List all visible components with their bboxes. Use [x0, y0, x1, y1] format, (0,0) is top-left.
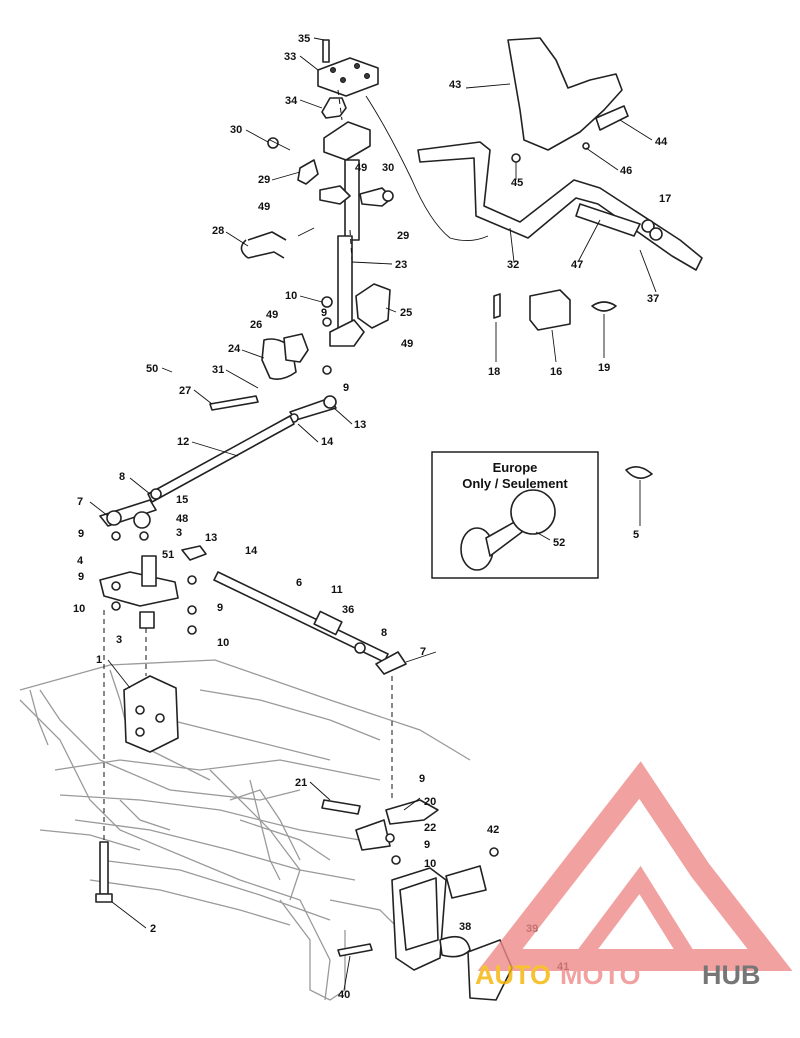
part-label: 49 [401, 338, 413, 350]
part-label: 29 [397, 230, 409, 242]
part-label: 49 [258, 201, 270, 213]
part-label: 49 [355, 162, 367, 174]
part-label: 9 [424, 839, 430, 851]
part-label: 13 [354, 419, 366, 431]
part-label: 22 [424, 822, 436, 834]
part-label: 8 [119, 471, 125, 483]
part-label: 36 [342, 604, 354, 616]
part-label: 16 [550, 366, 562, 378]
tie-rod-12 [147, 415, 295, 503]
loose-parts [493, 289, 653, 479]
part-label: 50 [146, 363, 158, 375]
part-label: 46 [620, 165, 632, 177]
part-label: 34 [285, 95, 298, 107]
part-label: 9 [78, 528, 84, 540]
part-label: 9 [78, 571, 84, 583]
part-label: 28 [212, 225, 224, 237]
part-label: 47 [571, 259, 583, 271]
part-label: 18 [488, 366, 500, 378]
part-label: 9 [419, 773, 425, 785]
part-label: 9 [343, 382, 349, 394]
chassis-frame [19, 659, 471, 1001]
europe-inset: Europe Only / Seulement [431, 451, 599, 579]
part-label: 44 [655, 136, 668, 148]
part-label: 7 [420, 646, 426, 658]
inset-title-line1: Europe [493, 460, 538, 475]
part-label: 25 [400, 307, 412, 319]
part-label: 12 [177, 436, 189, 448]
part-label: 17 [659, 193, 671, 205]
part-label: 7 [77, 496, 83, 508]
part-label: 5 [633, 529, 639, 541]
part-label: 30 [382, 162, 394, 174]
steering-column [209, 39, 394, 423]
part-label: 51 [162, 549, 174, 561]
part-label: 40 [338, 989, 350, 1001]
part-label: 11 [331, 584, 343, 596]
part-label: 10 [73, 603, 85, 615]
part-label: 6 [296, 577, 302, 589]
part-label: 2 [150, 923, 156, 935]
part-label: 1 [96, 654, 102, 666]
part-label: 10 [285, 290, 297, 302]
part-label: 19 [598, 362, 610, 374]
part-label: 29 [258, 174, 270, 186]
watermark-logo: AUTO MOTO HUB [475, 761, 793, 990]
part-label: 10 [424, 858, 436, 870]
tie-rod-6 [213, 571, 407, 675]
part-label: 30 [230, 124, 242, 136]
part-label: 48 [176, 513, 188, 525]
part-label: 14 [321, 436, 334, 448]
part-label: 14 [245, 545, 258, 557]
part-label: 43 [449, 79, 461, 91]
part-label: 37 [647, 293, 659, 305]
part-label: 9 [217, 602, 223, 614]
part-label: 20 [424, 796, 436, 808]
part-label: 23 [395, 259, 407, 271]
part-label: 3 [176, 527, 182, 539]
part-label: 3 [116, 634, 122, 646]
part-label: 38 [459, 921, 471, 933]
bracket-1 [123, 675, 179, 753]
part-label: 13 [205, 532, 217, 544]
part-label: 31 [212, 364, 224, 376]
part-label: 35 [298, 33, 310, 45]
part-label: 52 [553, 537, 565, 549]
part-label: 42 [487, 824, 499, 836]
part-label: 24 [228, 343, 241, 355]
part-label: 9 [321, 307, 327, 319]
watermark-text-auto: AUTO [475, 960, 551, 990]
part-label: 33 [284, 51, 296, 63]
part-label: 8 [381, 627, 387, 639]
part-label: 49 [266, 309, 278, 321]
label-leaders [89, 37, 657, 991]
part-label: 15 [176, 494, 188, 506]
handlebar [417, 141, 703, 271]
ski-leg [321, 799, 513, 1001]
part-label: 10 [217, 637, 229, 649]
inset-title-line2: Only / Seulement [462, 476, 568, 491]
part-label: 45 [511, 177, 523, 189]
cable-lines [103, 89, 489, 842]
bolt-2 [95, 841, 113, 903]
watermark-text-moto: MOTO [560, 960, 641, 990]
steering-links [99, 499, 207, 635]
part-label: 21 [295, 777, 307, 789]
part-label: 26 [250, 319, 262, 331]
part-label: 32 [507, 259, 519, 271]
watermark-text-hub: HUB [702, 960, 761, 990]
part-label: 27 [179, 385, 191, 397]
handlebar-pad [507, 37, 629, 163]
part-label: 4 [77, 555, 84, 567]
